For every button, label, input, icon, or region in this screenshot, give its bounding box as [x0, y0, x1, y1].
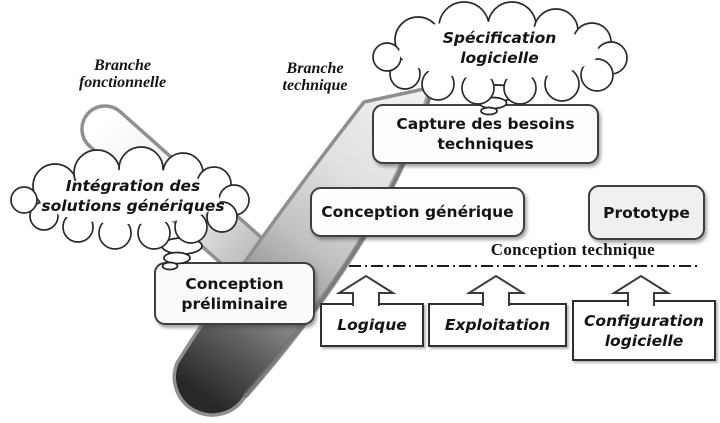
functional-branch-label: Branche fonctionnelle [45, 57, 200, 91]
conception-preliminaire-line2: préliminaire [181, 294, 288, 313]
technical-branch-line2: technique [282, 77, 348, 94]
exploitation-label: Exploitation [444, 316, 551, 334]
capture-besoins-line2: techniques [437, 135, 534, 153]
conception-preliminaire-line1: Conception [185, 274, 284, 293]
capture-besoins-line1: Capture des besoins [396, 115, 575, 133]
technical-branch-line1: Branche [286, 60, 344, 77]
integration-cloud-text: Intégration des solutions génériques [38, 176, 228, 216]
logique-label: Logique [337, 316, 407, 334]
functional-branch-line2: fonctionnelle [78, 74, 167, 91]
prototype-box: Prototype [588, 185, 705, 240]
logique-box: Logique [320, 303, 424, 347]
conception-generique-label: Conception générique [321, 203, 514, 221]
capture-besoins-box: Capture des besoins techniques [372, 104, 599, 164]
configuration-line2: logicielle [604, 331, 684, 350]
exploitation-box: Exploitation [428, 303, 567, 347]
conception-generique-box: Conception générique [310, 187, 525, 237]
conception-technique-label: Conception technique [490, 240, 655, 259]
integration-line2: solutions génériques [41, 197, 225, 215]
specification-line2: logicielle [460, 49, 539, 67]
configuration-logicielle-box: Configuration logicielle [572, 300, 716, 361]
prototype-label: Prototype [603, 203, 690, 222]
specification-cloud-text: Spécification logicielle [402, 28, 597, 68]
specification-line1: Spécification [442, 29, 557, 47]
conception-preliminaire-box: Conception préliminaire [154, 262, 315, 325]
integration-line1: Intégration des [65, 177, 201, 195]
functional-branch-line1: Branche [94, 57, 151, 74]
technical-branch-label: Branche technique [250, 60, 380, 94]
configuration-line1: Configuration [584, 311, 704, 330]
